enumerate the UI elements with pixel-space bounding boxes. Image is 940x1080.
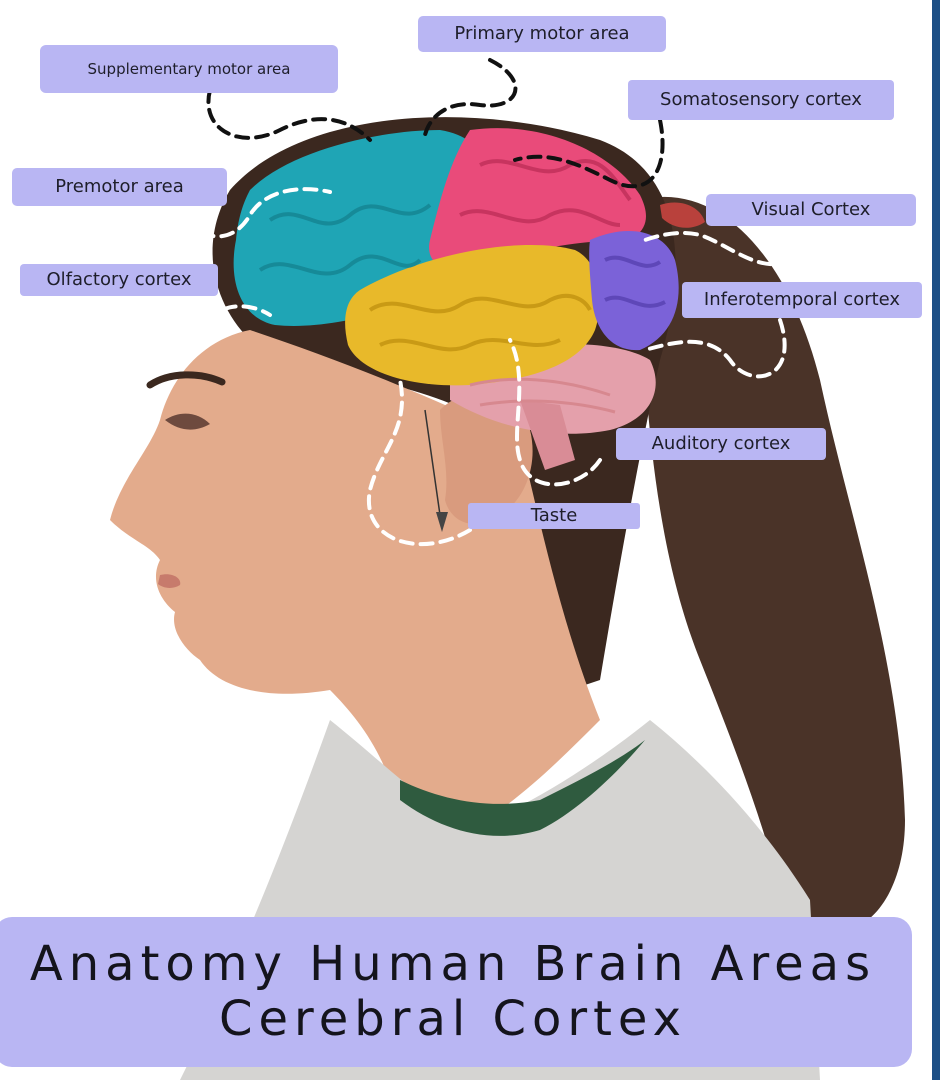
label-text: Visual Cortex bbox=[752, 199, 871, 221]
label-olfactory-cortex: Olfactory cortex bbox=[20, 264, 218, 296]
label-text: Somatosensory cortex bbox=[660, 89, 862, 111]
label-supplementary-motor-area: Supplementary motor area bbox=[40, 45, 338, 93]
label-auditory-cortex: Auditory cortex bbox=[616, 428, 826, 460]
label-text: Supplementary motor area bbox=[88, 60, 291, 79]
title-banner: Anatomy Human Brain Areas Cerebral Corte… bbox=[0, 917, 912, 1067]
label-text: Inferotemporal cortex bbox=[704, 289, 900, 311]
label-inferotemporal-cortex: Inferotemporal cortex bbox=[682, 282, 922, 318]
label-somatosensory-cortex: Somatosensory cortex bbox=[628, 80, 894, 120]
label-text: Olfactory cortex bbox=[46, 269, 191, 291]
label-primary-motor-area: Primary motor area bbox=[418, 16, 666, 52]
label-text: Premotor area bbox=[55, 176, 184, 198]
title-line-1: Anatomy Human Brain Areas bbox=[30, 937, 876, 992]
label-text: Primary motor area bbox=[454, 23, 629, 45]
label-premotor-area: Premotor area bbox=[12, 168, 227, 206]
label-text: Auditory cortex bbox=[652, 433, 791, 455]
label-text: Taste bbox=[531, 505, 578, 527]
title-line-2: Cerebral Cortex bbox=[219, 992, 687, 1047]
label-taste: Taste bbox=[468, 503, 640, 529]
right-edge-border bbox=[932, 0, 940, 1080]
label-visual-cortex: Visual Cortex bbox=[706, 194, 916, 226]
